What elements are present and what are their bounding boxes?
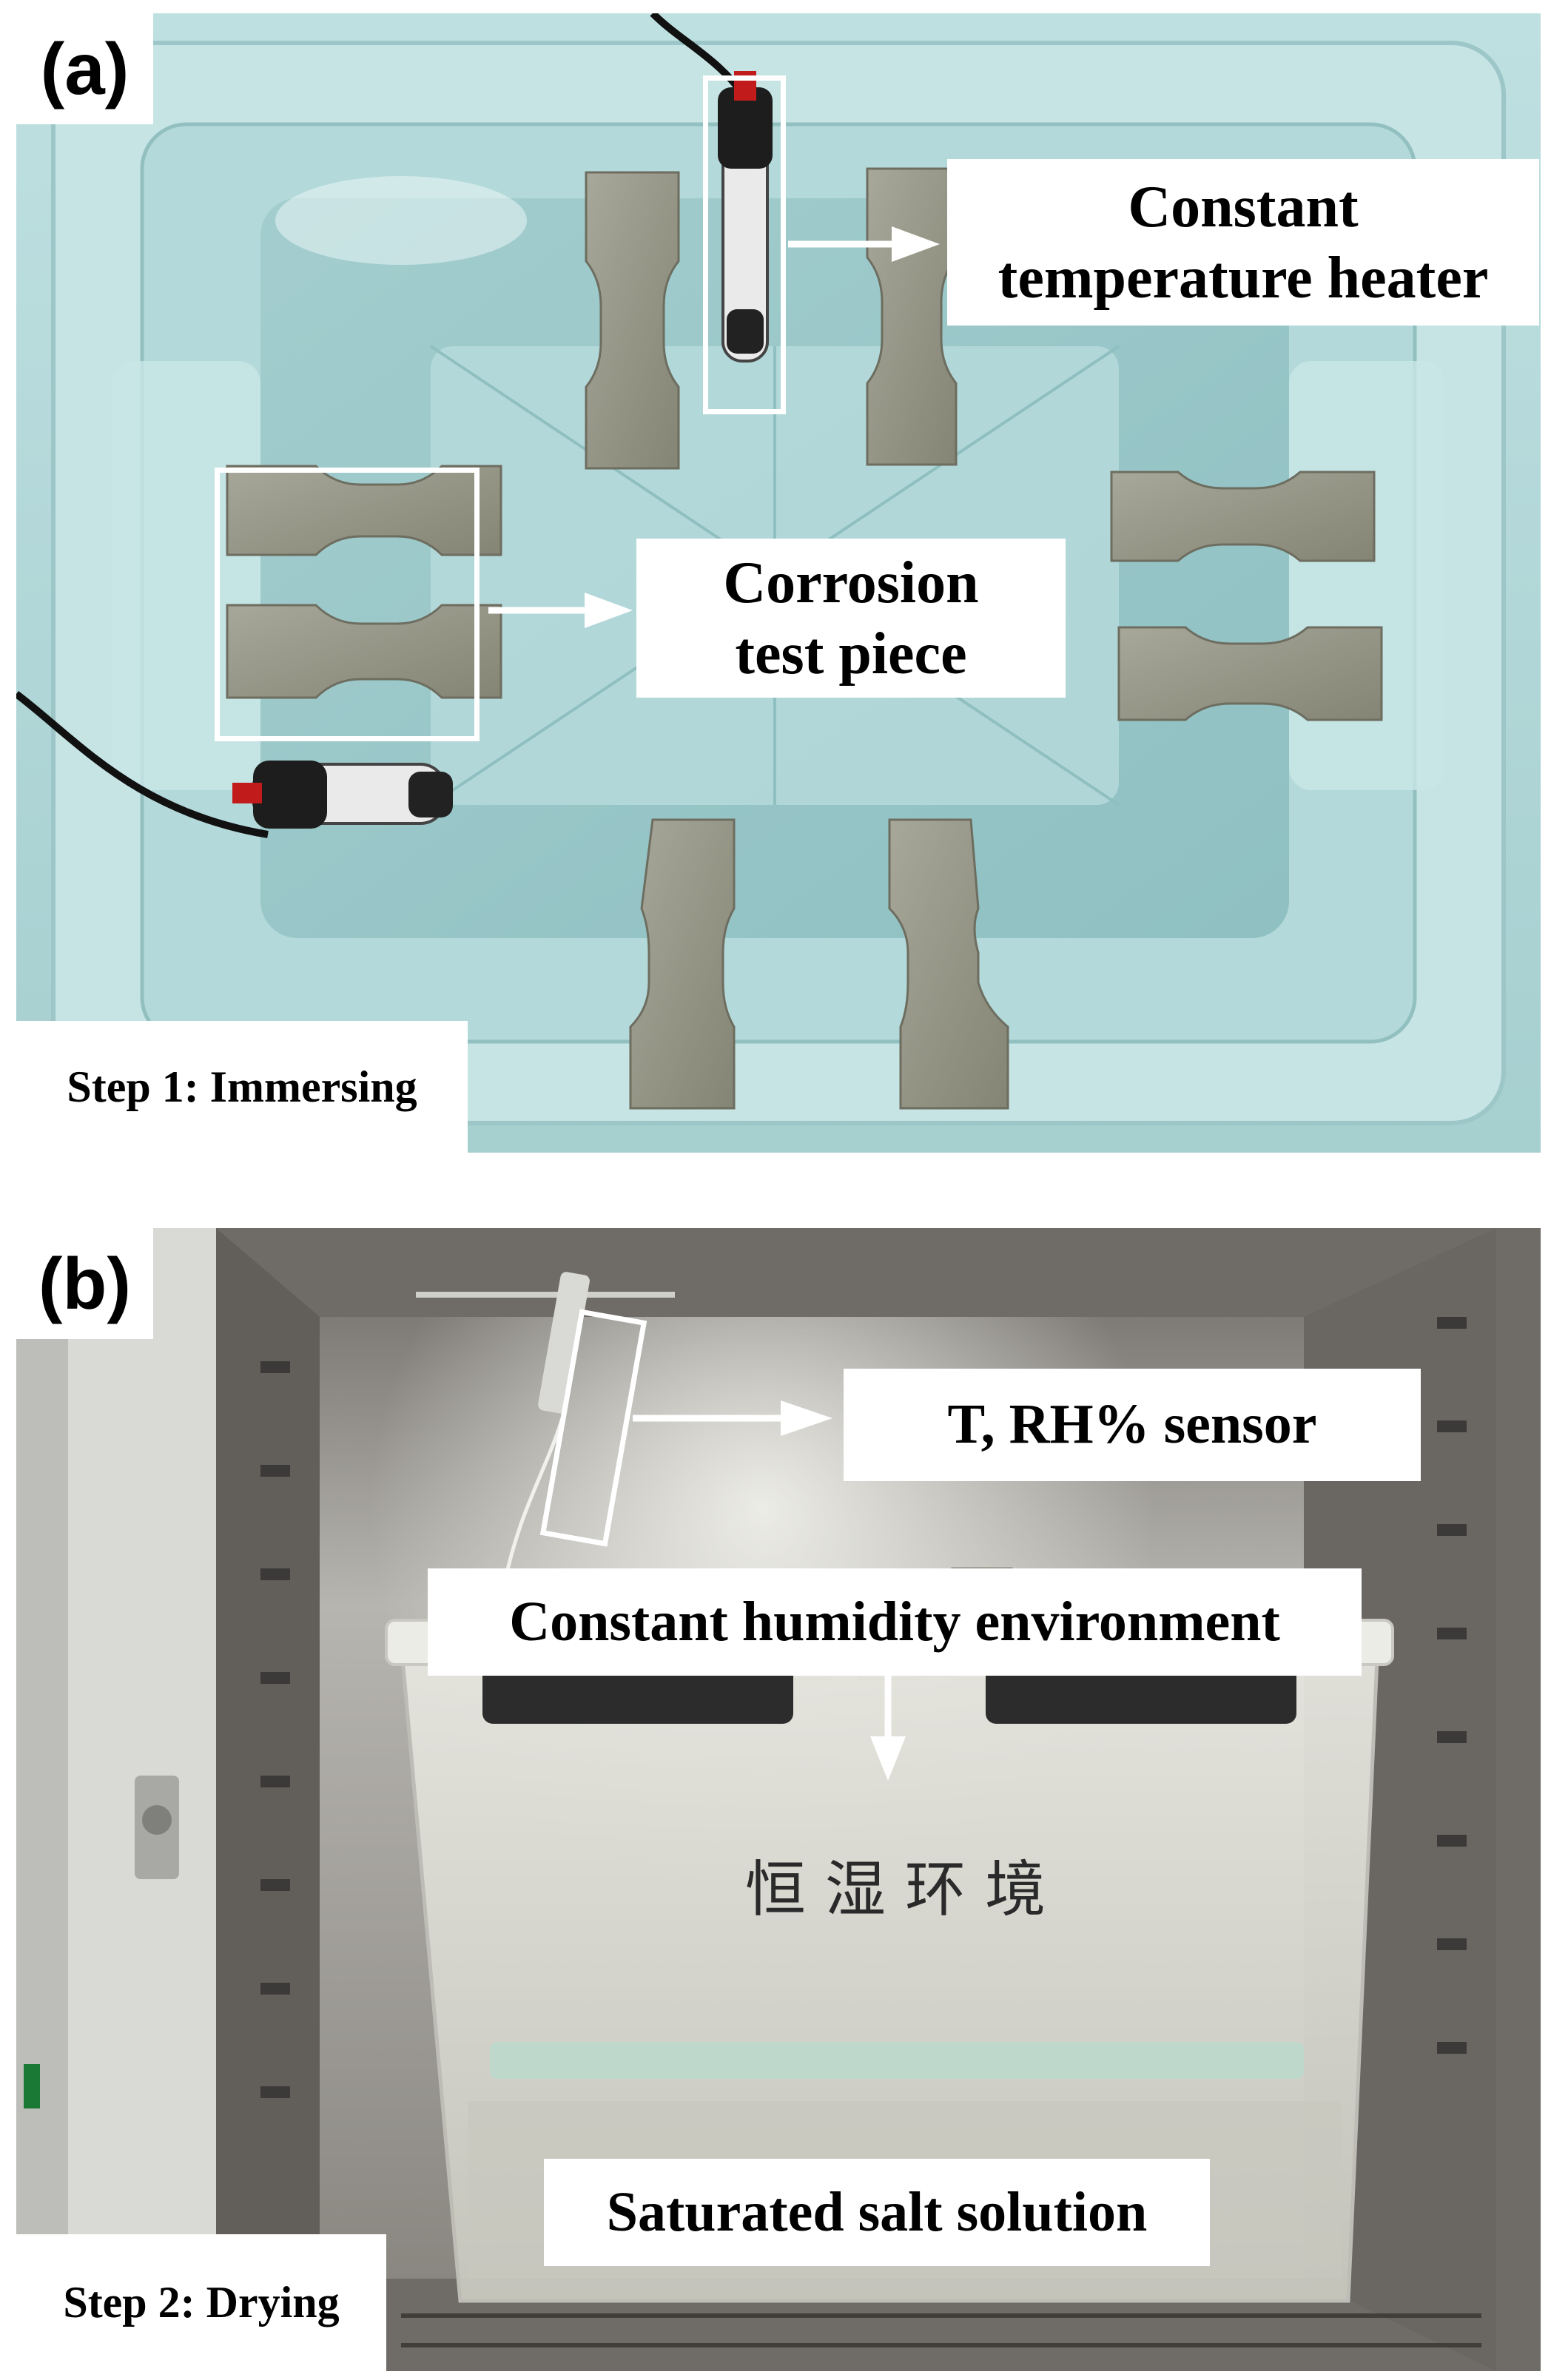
panel-a-label: (a) [16, 13, 153, 124]
heater-top [718, 71, 773, 363]
sensor-callout: T, RH% sensor [844, 1369, 1421, 1481]
panel-b-photo [16, 1228, 1541, 2371]
specimen-callout: Corrosion test piece [636, 539, 1066, 698]
heater-callout: Constant temperature heater [947, 159, 1539, 326]
specimen-callout-line2: test piece [735, 621, 967, 687]
specimen-arrow [488, 593, 633, 628]
heater-bottom [232, 761, 453, 829]
heater-callout-line2: temperature heater [997, 245, 1489, 311]
specimen-highlight-box [215, 468, 480, 741]
heater-arrow [788, 226, 940, 262]
step-2-label: Step 2: Drying [16, 2234, 386, 2371]
box-handwriting: 恒 湿 环 境 [744, 1855, 1046, 1925]
specimen-callout-line1: Corrosion [723, 550, 979, 616]
salt-solution-callout: Saturated salt solution [544, 2159, 1210, 2266]
panel-b-label: (b) [16, 1228, 153, 1339]
step-1-label: Step 1: Immersing [16, 1021, 468, 1153]
humidity-callout: Constant humidity environment [428, 1568, 1362, 1676]
heater-callout-line1: Constant [1128, 174, 1359, 240]
heater-highlight-box [703, 75, 786, 414]
humidity-chamber-illustration [16, 1228, 1541, 2371]
humidity-arrow [870, 1673, 906, 1781]
sensor-arrow [633, 1400, 832, 1436]
